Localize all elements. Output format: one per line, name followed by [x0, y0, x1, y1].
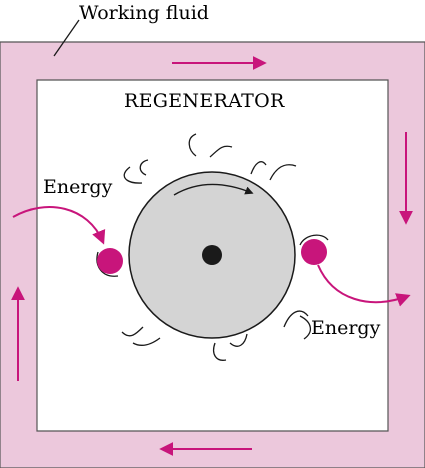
energy-in-label: Energy: [43, 176, 113, 198]
heat-wave-strokes: [121, 133, 311, 361]
working-fluid-label: Working fluid: [79, 2, 209, 24]
heat-wave-12: [132, 337, 161, 346]
heat-wave-6: [139, 159, 149, 176]
regenerator-title: REGENERATOR: [124, 90, 285, 112]
energy-out-arrow: [317, 264, 411, 307]
rotation-arrow: [173, 183, 254, 196]
heat-wave-4: [269, 164, 297, 181]
wheel-hub: [202, 245, 222, 265]
heat-wave-1: [188, 133, 197, 157]
particle-right-cradle: [299, 234, 329, 246]
heat-wave-8: [299, 315, 311, 340]
heat-wave-11: [121, 326, 144, 337]
heat-wave-9: [229, 333, 248, 347]
heat-wave-10: [212, 342, 227, 361]
energy-particle-left: [97, 248, 123, 274]
particle-left-cradle: [96, 251, 119, 277]
working-fluid-channel: [0, 41, 425, 468]
energy-out-label: Energy: [311, 317, 381, 339]
heat-wave-3: [250, 161, 267, 175]
working-fluid-leader: [53, 19, 80, 57]
energy-particle-right: [301, 239, 327, 265]
heat-wave-7: [283, 310, 309, 328]
energy-in-arrow: [12, 206, 106, 245]
heat-wave-5: [123, 166, 143, 184]
heat-wave-2: [209, 145, 233, 158]
